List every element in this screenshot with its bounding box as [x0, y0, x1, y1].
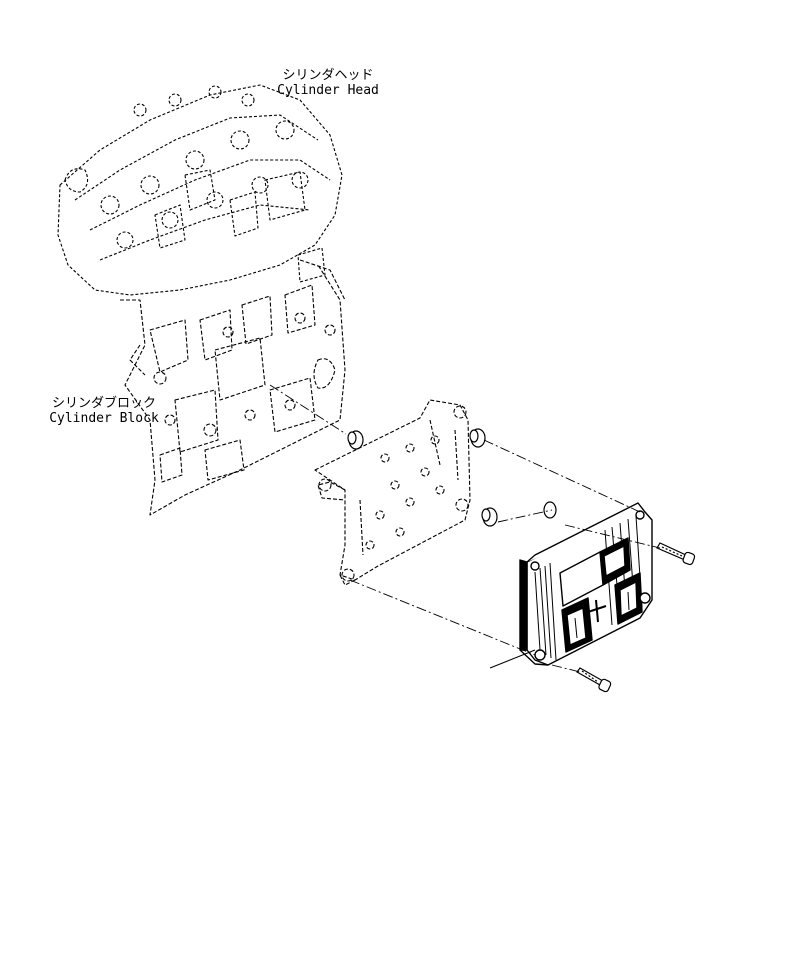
- cylinder-block-label: シリンダブロック Cylinder Block: [38, 396, 170, 426]
- alignment-lines: [269, 384, 661, 673]
- cylinder-head-label-en: Cylinder Head: [277, 83, 379, 98]
- engine-controller-ecu: [519, 502, 653, 666]
- cylinder-head-label-jp: シリンダヘッド: [282, 68, 374, 83]
- cylinder-head: [57, 84, 343, 296]
- cylinder-head-label: シリンダヘッド Cylinder Head: [262, 68, 394, 98]
- mounting-bracket: [314, 399, 471, 586]
- ecu-leader-line: [489, 649, 536, 669]
- cylinder-block-label-en: Cylinder Block: [49, 411, 159, 426]
- cylinder-block-label-jp: シリンダブロック: [51, 396, 156, 411]
- cylinder-block: [120, 259, 346, 516]
- mounting-bolt: [576, 542, 696, 693]
- rubber-mount: [347, 428, 557, 527]
